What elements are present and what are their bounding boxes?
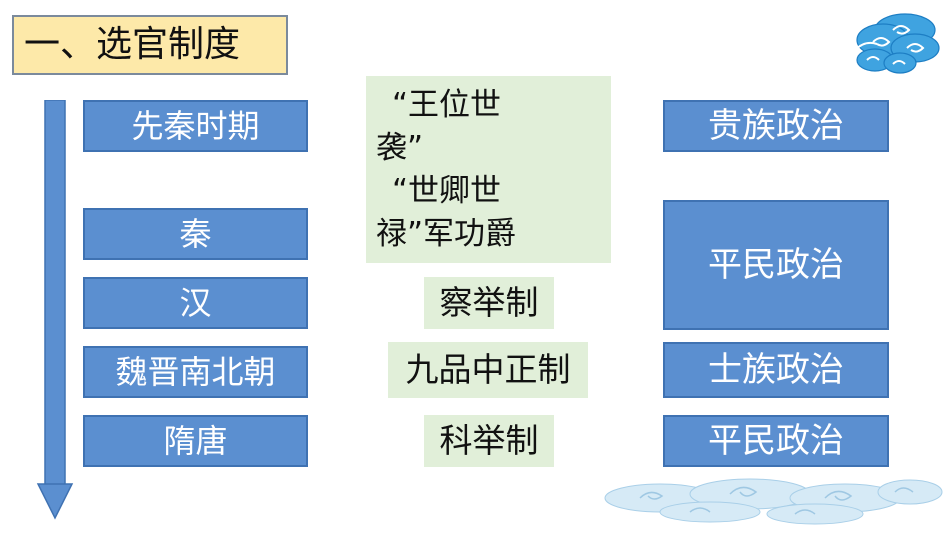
period-box-pre-qin: 先秦时期 xyxy=(83,100,308,152)
system-box-wei-jin: 九品中正制 xyxy=(388,342,588,398)
system-line-3: “世卿世 xyxy=(392,173,502,209)
period-box-wei-jin: 魏晋南北朝 xyxy=(83,346,308,398)
cloud-icon xyxy=(604,478,943,525)
politics-box-commoner-sui-tang: 平民政治 xyxy=(663,415,889,467)
period-box-han: 汉 xyxy=(83,277,308,329)
system-box-pre-qin xyxy=(366,76,611,263)
system-box-han: 察举制 xyxy=(424,277,554,329)
period-box-qin: 秦 xyxy=(83,208,308,260)
politics-box-commoner-qin-han: 平民政治 xyxy=(663,200,889,330)
system-line-4: 禄”军功爵 xyxy=(376,216,517,252)
timeline-arrow xyxy=(36,100,74,520)
period-box-sui-tang: 隋唐 xyxy=(83,415,308,467)
slide-title: 一、选官制度 xyxy=(12,15,288,75)
system-line-1: “王位世 xyxy=(392,87,502,123)
system-line-2: 袭” xyxy=(376,130,424,166)
system-box-sui-tang: 科举制 xyxy=(424,415,554,467)
cloud-icon xyxy=(854,13,940,74)
politics-box-aristocratic: 贵族政治 xyxy=(663,100,889,152)
politics-box-gentry: 士族政治 xyxy=(663,342,889,398)
